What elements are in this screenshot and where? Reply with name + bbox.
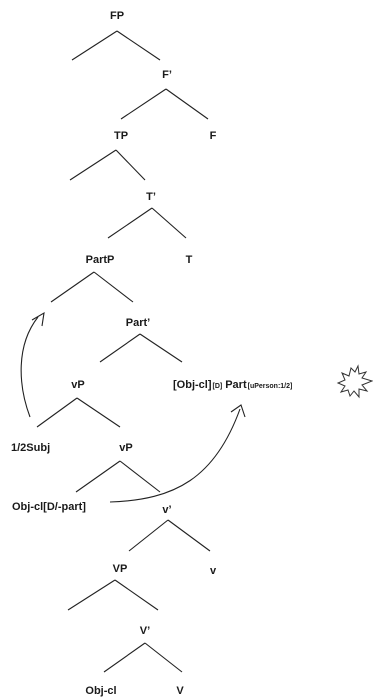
node-vp: vP: [119, 442, 132, 454]
branch-fbar-left: [120, 88, 167, 120]
node-f: F: [210, 130, 217, 142]
branch-fp-left: [71, 30, 118, 61]
branch-vp-right: [119, 460, 161, 493]
node-v-small: v: [210, 565, 217, 577]
node-vbar-small: v’: [162, 504, 171, 516]
branch-partbar-right: [139, 333, 183, 363]
node-v-big: V: [176, 685, 184, 697]
movement-arrows: [20, 311, 246, 503]
branch-partp-left: [50, 271, 95, 303]
branch-vp-top-left: [36, 397, 78, 428]
node-partp: PartP: [86, 254, 115, 266]
part-feature: [uPerson:1/2]: [248, 383, 293, 390]
branch-vbar-big-left: [103, 642, 146, 673]
node-vp-top: vP: [71, 379, 84, 391]
subject-arrowhead: [31, 311, 45, 327]
branch-tp-right: [115, 149, 146, 181]
node-partbar: Part’: [126, 317, 150, 329]
branch-tbar-right: [151, 207, 187, 239]
branch-vp-big-right: [114, 579, 159, 611]
branch-vbar-small-right: [167, 519, 211, 552]
objcl-feature: [D]: [213, 383, 223, 390]
branch-vp-top-right: [76, 397, 121, 428]
tree-branches: [36, 30, 211, 673]
clitic-movement-arrow: [109, 408, 241, 503]
node-fp: FP: [110, 10, 124, 22]
subject-movement-arrow: [20, 316, 39, 418]
node-part-head: [Obj-cl][D]Part[uPerson:1/2]: [173, 379, 292, 391]
explosion-burst-icon: [336, 364, 373, 399]
node-objcl-moved: Obj-cl[D/-part]: [12, 501, 86, 513]
node-t: T: [186, 254, 193, 266]
node-fbar: F’: [162, 69, 172, 81]
branch-partp-right: [93, 271, 134, 303]
node-tbar: T’: [146, 191, 156, 203]
branch-fbar-right: [165, 88, 209, 120]
objcl-label: [Obj-cl]: [173, 379, 212, 391]
node-vbar-big: V’: [140, 625, 150, 637]
node-subject: 1/2Subj: [11, 442, 50, 454]
branch-fp-right: [116, 30, 161, 61]
branch-vbar-small-left: [128, 519, 169, 552]
branch-tbar-left: [107, 207, 153, 239]
branch-vp-left: [75, 460, 121, 493]
node-tp: TP: [114, 130, 128, 142]
branch-tp-left: [69, 149, 117, 181]
branch-partbar-left: [99, 333, 141, 363]
node-objcl-base: Obj-cl: [85, 685, 116, 697]
tree-labels: FP F’ TP F T’ PartP T Part’ vP [Obj-cl][…: [11, 10, 292, 697]
node-vp-big: VP: [113, 563, 128, 575]
branch-vp-big-left: [67, 579, 116, 611]
part-label: Part: [225, 379, 247, 391]
clitic-arrowhead: [230, 404, 246, 418]
branch-vbar-big-right: [144, 642, 183, 673]
